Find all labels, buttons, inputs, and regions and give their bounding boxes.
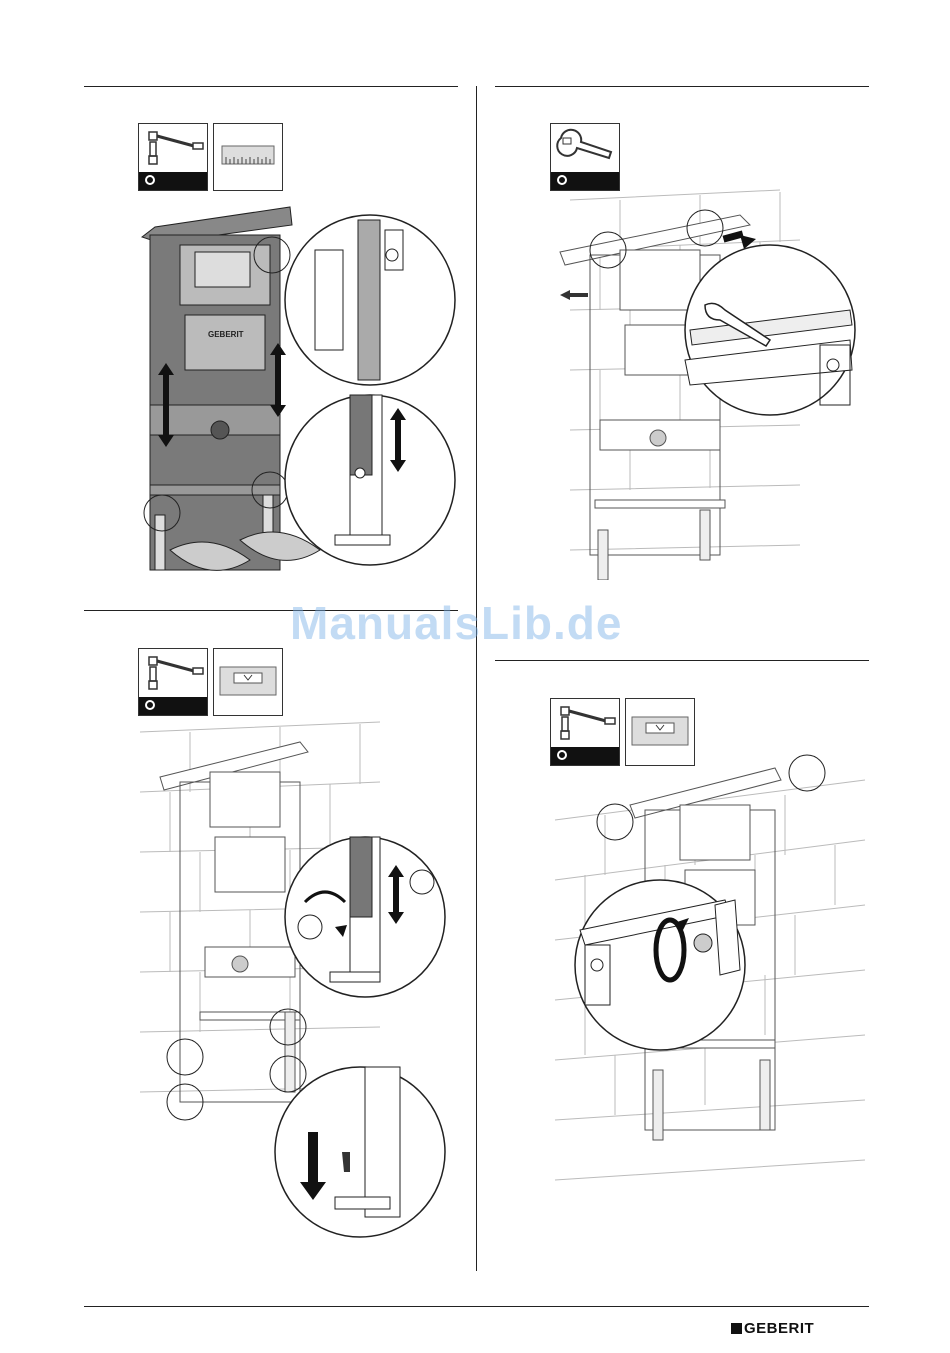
step2-illustration [540, 180, 860, 580]
brand-name: GEBERIT [744, 1320, 814, 1337]
logo-square-icon [731, 1323, 742, 1334]
step4-illustration [545, 740, 870, 1200]
brand-logo: GEBERIT [731, 1320, 814, 1337]
folding-rule-icon [214, 124, 282, 190]
detail-bracket-rotation [575, 880, 745, 1050]
detail-measuring-rule [285, 215, 455, 385]
step1-illustration: GEBERIT [120, 195, 465, 595]
detail-leg-rotation [285, 837, 445, 997]
step3-illustration [130, 712, 465, 1272]
torque-wrench-icon [139, 649, 207, 697]
step3-tool-spirit-level [213, 648, 283, 716]
detail-leg-adjustment [285, 395, 455, 565]
separator-top-left [84, 86, 458, 87]
torque-wrench-icon [139, 124, 207, 172]
detail-foot-screw [275, 1067, 445, 1237]
frame-brand-label: GEBERIT [208, 330, 244, 339]
spirit-level-icon [214, 649, 282, 715]
separator-top-right [495, 86, 869, 87]
watermark: ManualsLib.de [290, 596, 622, 650]
step3-tool-torque-wrench [138, 648, 208, 716]
step1-tool-torque-wrench [138, 123, 208, 191]
step1-tool-folding-rule [213, 123, 283, 191]
separator-mid-right [495, 660, 869, 661]
wrench-icon [551, 124, 619, 172]
column-divider [476, 86, 477, 1271]
separator-footer [84, 1306, 869, 1307]
detail-wrench-tightening [685, 245, 855, 415]
